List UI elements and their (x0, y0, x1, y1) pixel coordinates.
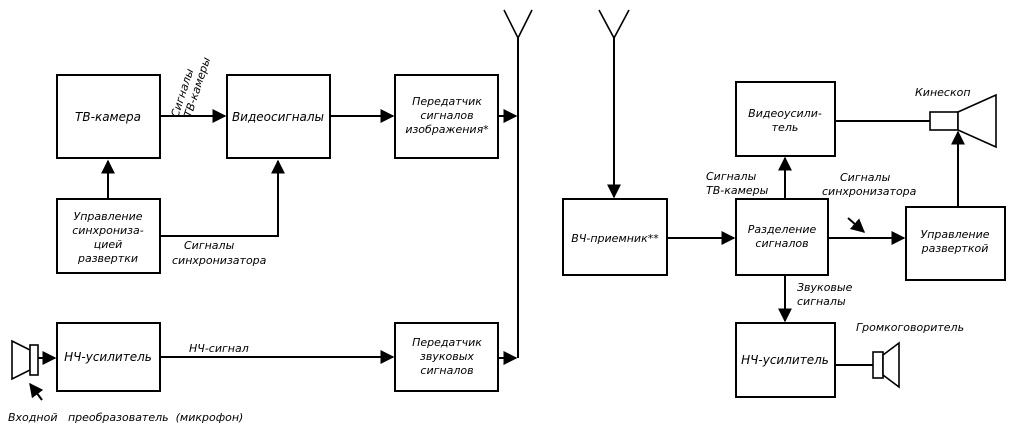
sweep-control-block: Управление разверткой (905, 206, 1006, 281)
sync-signals-tx-line2: синхронизатора (172, 254, 267, 267)
video-signals-block: Видеосигналы (226, 74, 331, 159)
sync-control-label-line1: Управление (73, 210, 142, 223)
transmit-antenna-icon (503, 9, 533, 358)
sound-signals-line1: Звуковые (797, 281, 853, 294)
video-transmitter-label-line1: Передатчик (412, 95, 482, 108)
video-transmitter-block: Передатчик сигналов изображения* (394, 74, 499, 159)
lf-signal-label: НЧ-сигнал (189, 342, 249, 355)
sync-control-label-line4: развертки (77, 252, 138, 265)
lf-amplifier-tx-label: НЧ-усилитель (64, 350, 152, 364)
sweep-control-label-line1: Управление (920, 228, 989, 241)
sync-signals-rx-line2: синхронизатора (822, 185, 917, 198)
sync-signals-rx-line1: Сигналы (840, 171, 891, 184)
camera-signals-rx-line2: ТВ-камеры (706, 184, 769, 197)
video-signals-label: Видеосигналы (232, 110, 324, 124)
sync-signals-tx-line1: Сигналы (184, 239, 235, 252)
sync-control-block: Управление синхрониза- цией развертки (56, 198, 161, 274)
audio-transmitter-block: Передатчик звуковых сигналов (394, 322, 499, 392)
sync-to-video-wire (160, 159, 285, 237)
microphone-icon (11, 339, 39, 381)
tv-camera-block: ТВ-камера (56, 74, 161, 159)
receive-antenna-icon (598, 9, 630, 40)
video-transmitter-label-line2: сигналов (420, 109, 473, 122)
signal-separation-block: Разделение сигналов (735, 198, 829, 276)
lf-amplifier-rx-label: НЧ-усилитель (741, 353, 829, 367)
hf-receiver-block: ВЧ-приемник** (562, 198, 668, 276)
lf-amplifier-rx-block: НЧ-усилитель (735, 322, 836, 398)
audio-transmitter-label-line1: Передатчик (412, 336, 482, 349)
video-transmitter-label-line3: изображения* (405, 123, 489, 136)
loudspeaker-label: Громкоговоритель (856, 321, 964, 334)
signal-separation-label-line2: сигналов (755, 237, 808, 250)
hf-receiver-label: ВЧ-приемник** (571, 232, 659, 245)
video-amplifier-block: Видеоусили- тель (735, 81, 836, 157)
kinescope-icon (929, 93, 997, 149)
signal-separation-label-line1: Разделение (748, 223, 817, 236)
sweep-control-label-line2: разверткой (921, 242, 989, 255)
audio-transmitter-label-line3: сигналов (420, 364, 473, 377)
lf-amplifier-tx-block: НЧ-усилитель (56, 322, 161, 392)
sync-control-label-line2: синхрониза- (72, 224, 144, 237)
mic-pointer-arrow (29, 382, 44, 401)
sound-signals-line2: сигналы (797, 295, 846, 308)
video-amplifier-label-line2: тель (772, 121, 799, 134)
camera-signals-rx-line1: Сигналы (706, 170, 757, 183)
sync-control-label-line3: цией (94, 238, 123, 251)
loudspeaker-icon (872, 341, 900, 389)
kinescope-label: Кинескоп (915, 86, 971, 99)
audio-transmitter-label-line2: звуковых (420, 350, 474, 363)
input-transducer-label: Входной преобразователь (микрофон) (8, 411, 243, 424)
sync-signals-pointer-arrow (847, 217, 866, 233)
tv-camera-label: ТВ-камера (75, 110, 141, 124)
video-amplifier-label-line1: Видеоусили- (748, 107, 822, 120)
